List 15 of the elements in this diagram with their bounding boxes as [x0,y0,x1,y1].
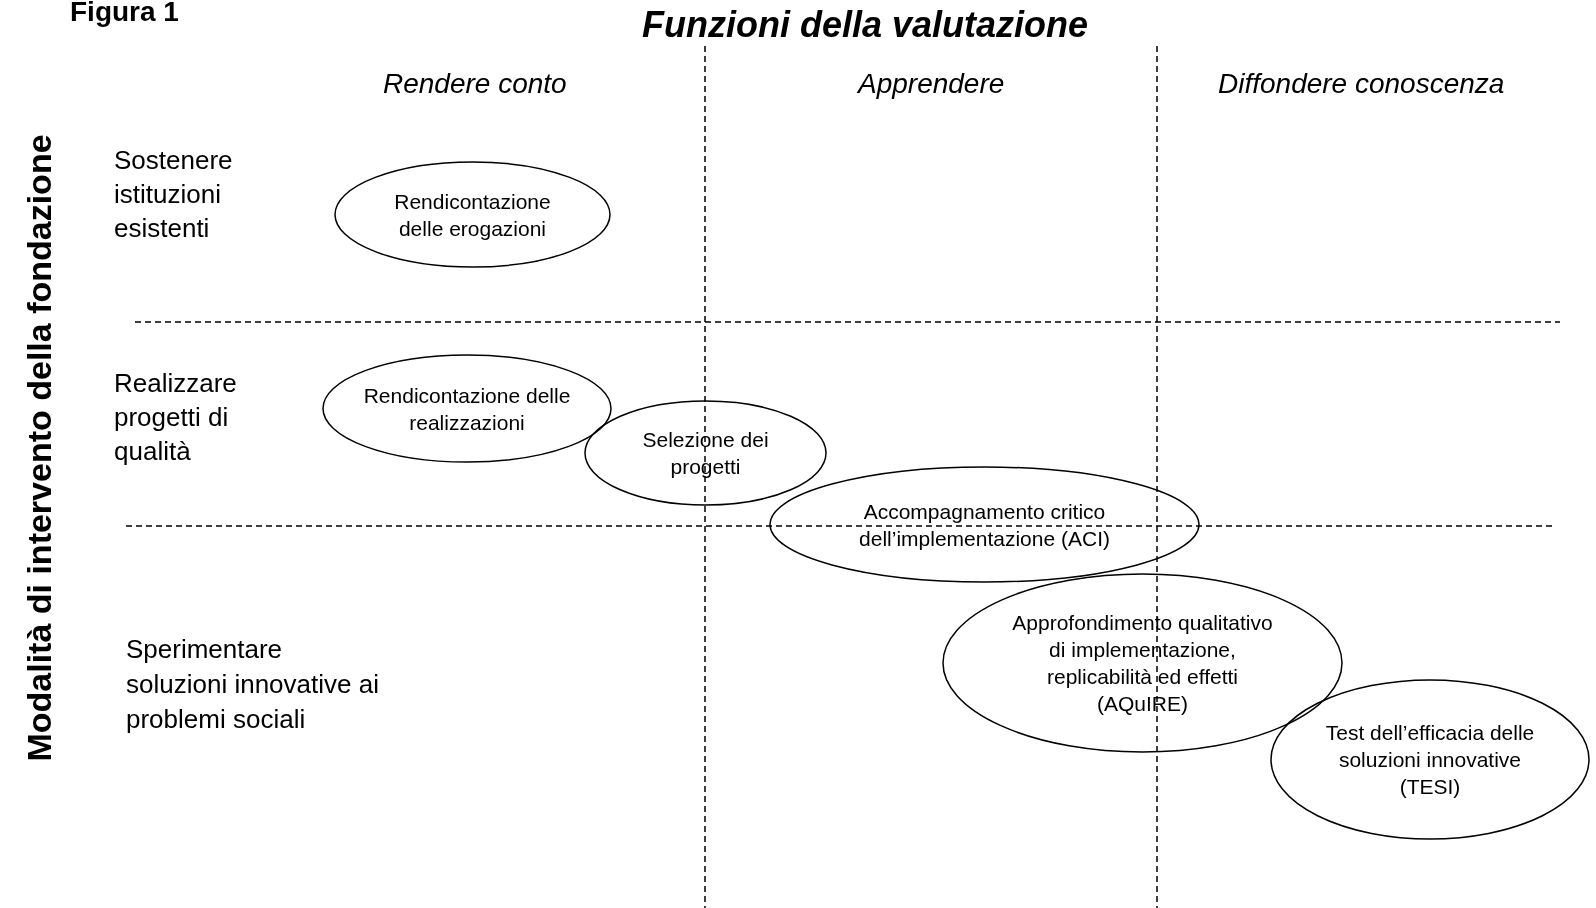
ellipse-label: Selezione dei progetti [641,427,770,480]
ellipse-label: Accompagnamento critico dell’implementazione (ACI) [858,498,1111,552]
column-header: Apprendere [858,68,1005,100]
axis-title: Modalità di intervento della fondazione [19,134,59,762]
ellipse-label: Rendicontazione delle realizzazioni [362,382,572,436]
ellipse-label: Approfondimento qualitativo di implementazione, replicabilità ed effetti (AQuIRE) [1011,610,1274,717]
figure-number: Figura 1 [70,0,179,28]
chart-title: Funzioni della valutazione [642,4,1089,46]
row-header: Sperimentare soluzioni innovative ai problemi sociali [126,633,380,736]
ellipse-label: Rendicontazione delle erogazioni [393,188,552,242]
ellipse-label: Test dell’efficacia delle soluzioni innovative (TESI) [1324,720,1536,800]
row-header: Realizzare progetti di qualità [114,367,238,468]
column-header: Rendere conto [383,68,567,100]
column-header: Diffondere conoscenza [1218,68,1505,100]
row-header: Sostenere istituzioni esistenti [114,144,234,245]
